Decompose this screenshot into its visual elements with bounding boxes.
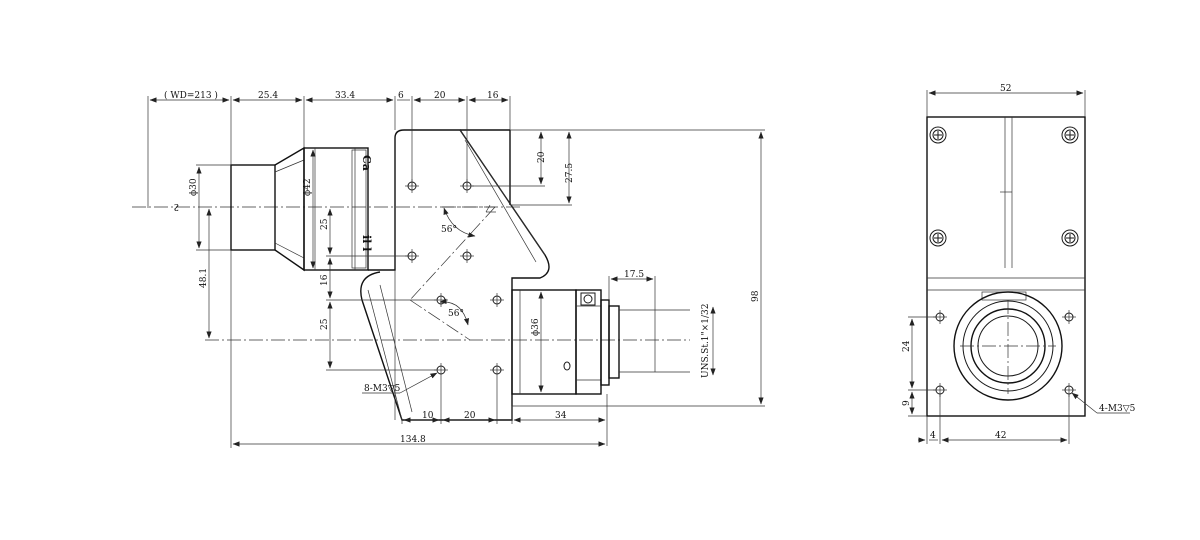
focus-mark-icon: ᴤ [174, 204, 179, 214]
dim-phi36: ϕ36 [531, 318, 541, 336]
dim-overall: 134.8 [400, 435, 426, 445]
dim-phi42: ϕ42 [303, 178, 313, 196]
screw-icon [929, 229, 947, 247]
dim-b34: 34 [555, 411, 567, 421]
angle-arc-upper [443, 207, 476, 238]
mounting-hole [1062, 310, 1076, 324]
lens-tube: Ca il l [303, 147, 373, 271]
dim-right-27-5: 27.5 [565, 163, 575, 183]
angle-label-lower: 56° [448, 309, 464, 319]
dimensions-side: ( WD=213 ) 25.4 33.4 6 20 16 20 27.5 98 [147, 90, 765, 448]
mounting-holes [405, 179, 504, 377]
dim-top-right: 16 [487, 91, 499, 101]
mirror-housing [360, 129, 550, 421]
dim-v16: 16 [320, 274, 330, 286]
dim-24: 24 [902, 340, 912, 352]
dim-42: 42 [995, 431, 1006, 441]
dim-48-1: 48.1 [199, 268, 209, 288]
lens-marking-bottom: il l [360, 235, 373, 251]
lens-marking-top: Ca [360, 155, 373, 171]
dim-wd: ( WD=213 ) [164, 90, 218, 101]
lens-port [953, 291, 1063, 401]
camera-body [511, 289, 690, 395]
dim-17-5: 17.5 [624, 270, 644, 280]
dim-98: 98 [751, 290, 761, 302]
dim-thread: UNS.St.1"×1/32 [701, 304, 711, 378]
angle-label-upper: 56° [441, 225, 457, 235]
screw-icon [1061, 126, 1079, 144]
dim-4: 4 [930, 431, 936, 441]
dim-lens-length: 25.4 [258, 91, 278, 101]
dim-9: 9 [902, 400, 912, 406]
dim-b20: 20 [464, 411, 476, 421]
mounting-hole [490, 293, 504, 307]
mounting-hole [434, 363, 448, 377]
dim-v25-lower: 25 [320, 318, 330, 330]
side-view: ᴤ Ca il l [132, 90, 765, 448]
screw-icon [1061, 229, 1079, 247]
dim-b10: 10 [422, 411, 434, 421]
beam-path [409, 206, 496, 301]
dimensions-front: 52 24 9 4 42 4-M3▽5 [902, 84, 1136, 444]
thread-holes-label: 8-M3▽5 [364, 384, 401, 394]
front-housing-outline [926, 116, 1086, 417]
dim-phi30: ϕ30 [189, 178, 199, 196]
mounting-hole [460, 249, 474, 263]
dim-v25-upper: 25 [320, 218, 330, 230]
dim-right-20: 20 [537, 151, 547, 163]
dim-width-52: 52 [1000, 84, 1011, 94]
dim-tube-length: 33.4 [335, 91, 355, 101]
mounting-hole [434, 293, 448, 307]
mounting-hole [490, 363, 504, 377]
front-view: 52 24 9 4 42 4-M3▽5 [902, 84, 1136, 444]
front-lens [230, 146, 305, 272]
angle-arc-lower [439, 298, 470, 326]
screw-icon [929, 126, 947, 144]
front-thread-holes-label: 4-M3▽5 [1099, 404, 1136, 414]
dim-gap: 6 [398, 91, 404, 101]
beam-path [409, 299, 471, 341]
dim-hole-pitch: 20 [434, 91, 446, 101]
